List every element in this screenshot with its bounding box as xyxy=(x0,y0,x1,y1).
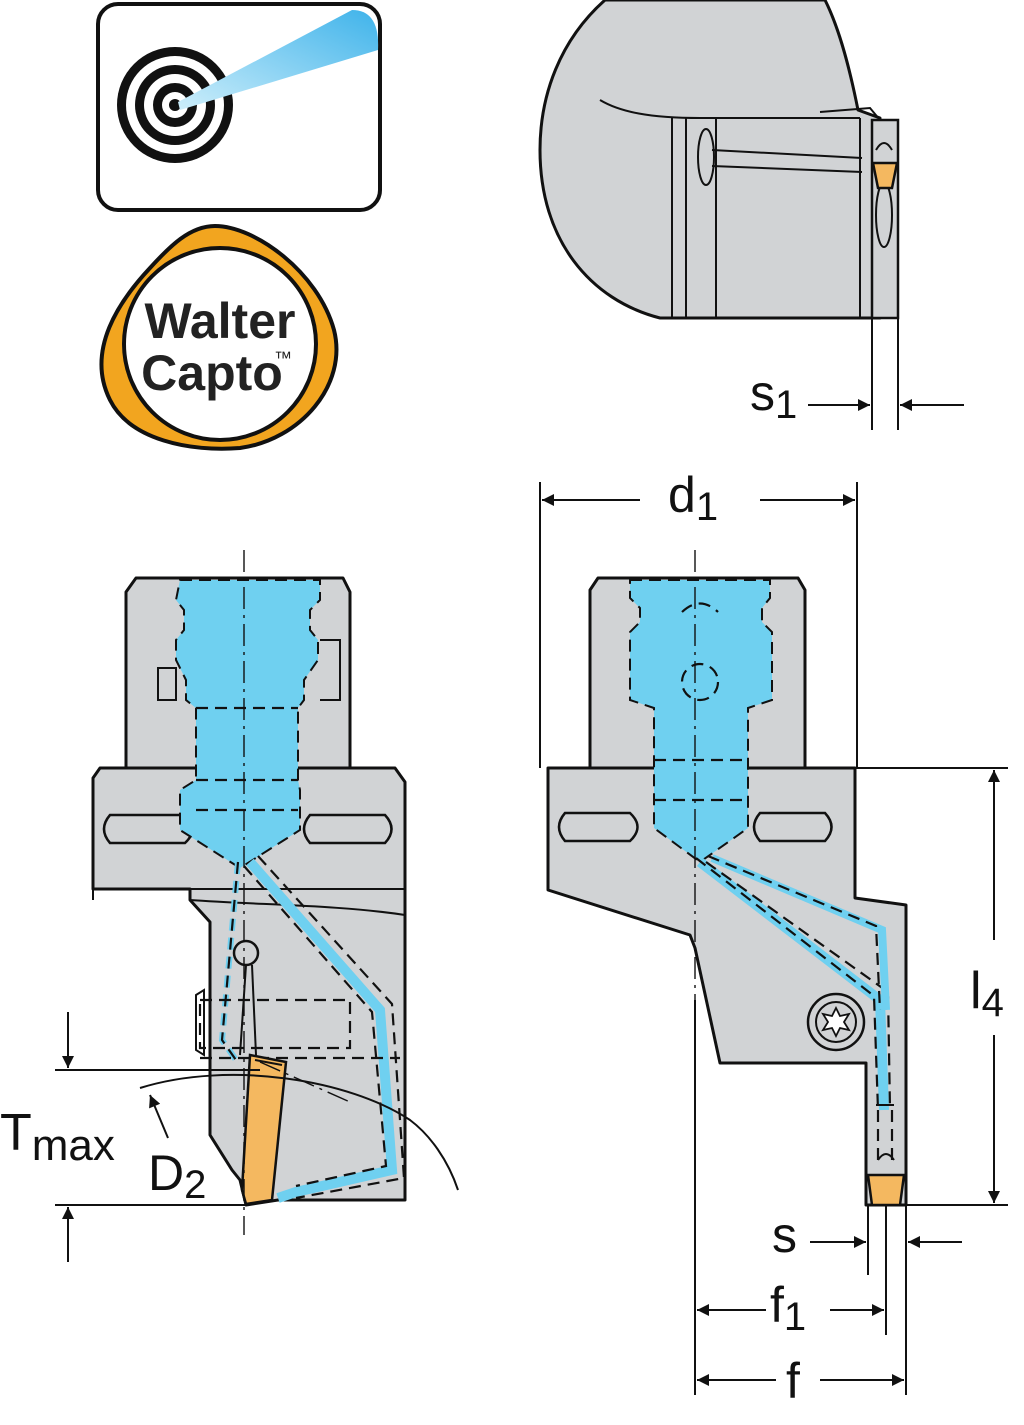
dimension-s: s xyxy=(772,1205,962,1275)
dimension-s1: s1 xyxy=(750,365,964,427)
side-view-left xyxy=(91,550,459,1235)
tmax-label: Tmax xyxy=(0,1104,115,1170)
precision-cooling-icon xyxy=(96,2,382,212)
logo-brand-line2: Capto xyxy=(141,345,283,401)
dimension-l4: l4 xyxy=(855,767,1008,1206)
d1-label: d1 xyxy=(668,467,718,529)
s1-label: s1 xyxy=(750,365,797,427)
target-icon xyxy=(117,47,233,163)
coolant-beam-icon xyxy=(178,10,379,110)
front-view-right xyxy=(546,550,908,1207)
logo-brand-line1: Walter xyxy=(145,293,296,349)
f1-label: f1 xyxy=(770,1277,806,1339)
s-label: s xyxy=(772,1207,797,1263)
d2-label: D2 xyxy=(148,1145,206,1207)
walter-capto-logo: Walter Capto ™ xyxy=(99,223,339,451)
logo-trademark: ™ xyxy=(274,348,292,368)
f-label: f xyxy=(786,1353,800,1409)
dimension-f: f xyxy=(697,1275,907,1409)
detail-top-view xyxy=(538,0,900,430)
l4-label: l4 xyxy=(970,962,1004,1025)
dimension-f1: f1 xyxy=(694,1000,887,1395)
dimension-tmax: Tmax xyxy=(0,1012,260,1262)
dimension-d2: D2 xyxy=(148,1094,206,1207)
dimension-d1: d1 xyxy=(539,467,858,768)
